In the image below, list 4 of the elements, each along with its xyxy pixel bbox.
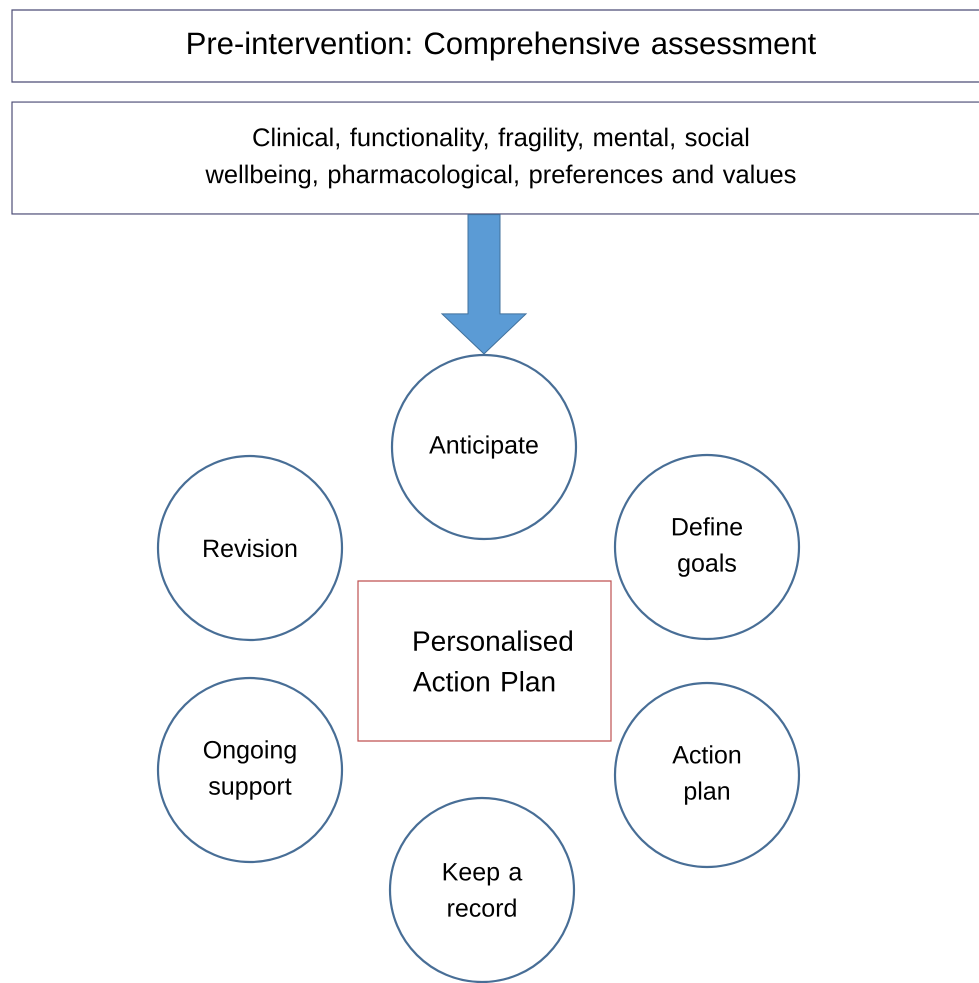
center-box: Personalised Action Plan bbox=[357, 580, 612, 742]
block-arrow bbox=[440, 214, 528, 355]
text-box: Clinical, functionality, fragility, mental, social wellbeing, pharmacological, preferences and values bbox=[11, 101, 979, 215]
text-box: Pre-intervention: Comprehensive assessment bbox=[11, 9, 979, 83]
